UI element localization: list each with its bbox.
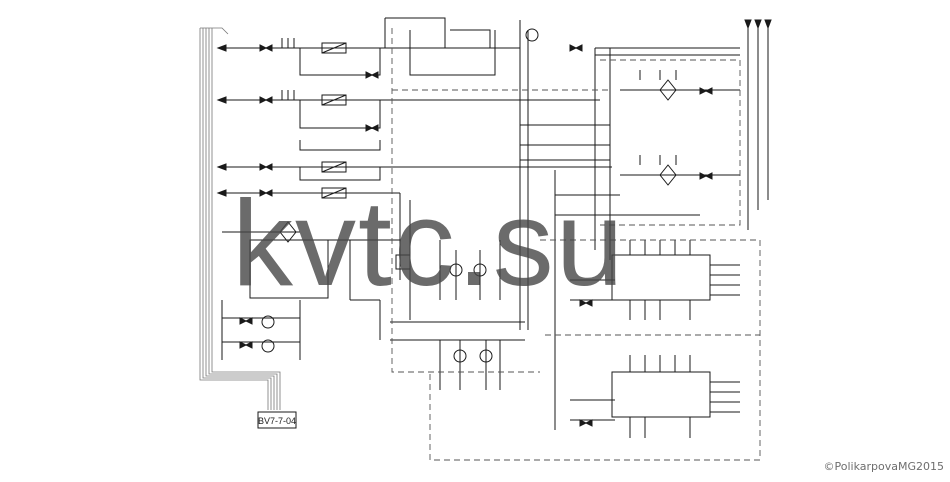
filters <box>279 79 677 243</box>
upper-branches <box>299 17 529 330</box>
header-lines <box>220 47 612 341</box>
cable-bundle <box>199 27 281 410</box>
vessel-left <box>249 239 329 299</box>
right-risers <box>747 28 769 230</box>
instrument-taps <box>281 38 677 165</box>
valves <box>239 44 713 427</box>
dashed-boundaries <box>391 28 761 461</box>
copyright-notice: ©PolikarpovaMG2015 <box>823 460 945 473</box>
vessel-nozzles <box>629 240 740 438</box>
control-panel-box <box>257 411 297 429</box>
flow-arrows <box>216 19 772 197</box>
vessel-lower <box>611 371 711 418</box>
vessel-upper <box>611 254 711 301</box>
heat-exchangers <box>321 42 347 199</box>
pump-piping <box>221 193 501 390</box>
panel-label: BV7-7-04 <box>258 416 296 426</box>
right-manifolds <box>554 47 740 430</box>
